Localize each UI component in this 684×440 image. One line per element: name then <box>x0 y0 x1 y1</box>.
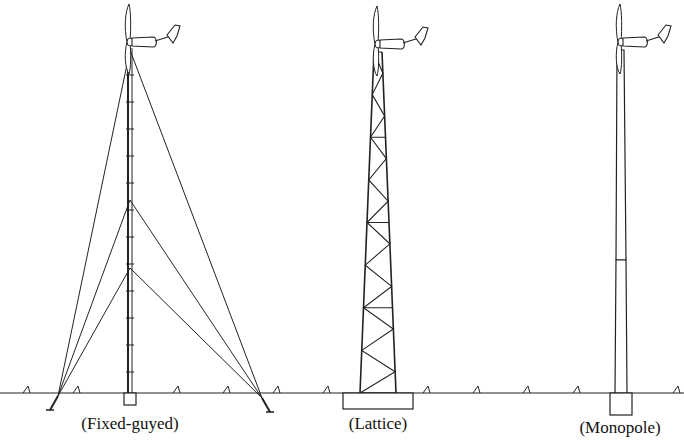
tower-caption: (Lattice) <box>349 414 408 434</box>
wind-turbine <box>616 4 671 74</box>
monopole-tower <box>610 50 632 415</box>
guyed-tower <box>46 48 274 412</box>
wind-turbine <box>373 6 428 76</box>
lattice-tower <box>343 52 413 409</box>
wind-turbine <box>125 4 180 74</box>
tower-caption: (Monopole) <box>579 418 660 438</box>
ground-line <box>0 392 684 393</box>
ground-marks <box>23 386 680 393</box>
tower-caption: (Fixed-guyed) <box>81 414 178 434</box>
